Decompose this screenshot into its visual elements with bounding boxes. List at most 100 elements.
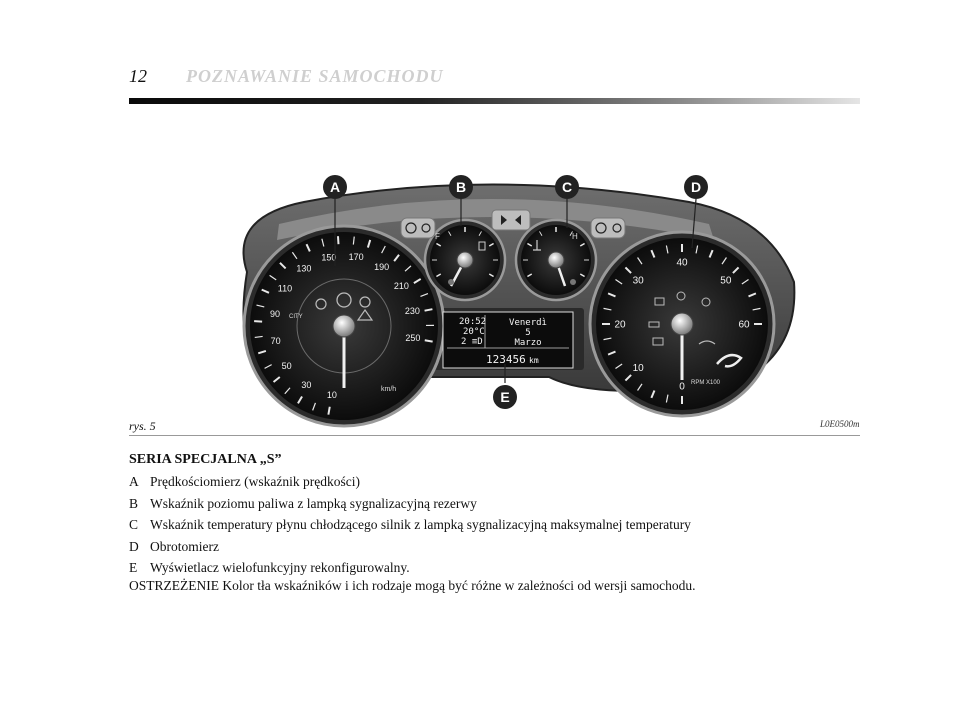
caption-rule <box>129 435 860 436</box>
dial-tick <box>284 387 291 395</box>
cluster-visor <box>277 199 714 240</box>
speedometer-label: 10 <box>327 390 337 400</box>
svg-text:B: B <box>456 179 466 195</box>
speedometer-label: 70 <box>271 336 281 346</box>
speedometer-label: 250 <box>405 333 420 343</box>
temp-hot-label: H <box>572 232 578 241</box>
dial-tick <box>254 335 263 339</box>
speedometer-ticks <box>254 236 435 415</box>
dial-tick <box>264 364 272 369</box>
dial-tick <box>615 363 623 369</box>
legend-key: B <box>129 495 139 511</box>
battery-icon <box>648 321 660 328</box>
dial-tick <box>708 249 714 258</box>
dial-tick <box>665 394 669 403</box>
dial-tick <box>257 349 267 355</box>
tachometer-label: 10 <box>633 363 645 374</box>
dial-tick <box>436 273 442 278</box>
dial-tick <box>527 273 533 278</box>
page-number: 12 <box>129 66 147 86</box>
door-open-icon <box>654 297 665 306</box>
speedometer-label: 30 <box>301 380 311 390</box>
svg-text:C: C <box>562 179 572 195</box>
speedometer-label: 50 <box>282 361 292 371</box>
dial-tick <box>579 273 585 278</box>
engine-check-icon <box>652 337 664 346</box>
dial-tick <box>569 231 573 236</box>
s-logo-icon <box>716 353 743 368</box>
dial-tick <box>413 278 422 284</box>
callout-d <box>684 175 708 199</box>
speedometer-label: 230 <box>405 306 420 316</box>
dial-tick <box>478 231 482 236</box>
dial-tick <box>488 273 494 278</box>
legend-key: C <box>129 517 139 532</box>
figure-caption: rys. 5 <box>129 419 156 433</box>
legend-key: E <box>129 560 138 575</box>
airbag-icon <box>701 297 711 307</box>
dial-tick <box>436 242 442 247</box>
speedometer-hub <box>332 314 356 338</box>
display-day: Venerdì <box>509 318 547 328</box>
dial-tick <box>624 266 632 274</box>
brake-warning-icon <box>336 292 352 308</box>
dial-tick <box>607 292 616 298</box>
dial-tick <box>665 245 669 254</box>
dial-tick <box>752 307 761 311</box>
fog-light-icon <box>612 223 622 233</box>
tachometer-hub <box>670 312 694 336</box>
legend-item: C Wskaźnik temperatury płynu chłodzącego … <box>129 517 691 539</box>
page-header-title: POZNAWANIE SAMOCHODU <box>186 66 444 86</box>
dial-tick <box>279 262 287 270</box>
dial-tick <box>336 236 340 245</box>
legend-key: D <box>129 538 139 554</box>
dial-tick <box>297 395 303 404</box>
city-label: CITY <box>289 314 303 320</box>
dial-tick <box>261 288 270 294</box>
turn-signal-icon <box>501 215 521 225</box>
fuel-reserve-lamp <box>448 279 454 285</box>
figure-code: L0E0500m <box>820 419 860 429</box>
dial-tick <box>312 402 317 411</box>
rear-fog-light-icon <box>421 223 431 233</box>
dial-tick <box>424 308 433 312</box>
callout-b <box>449 175 473 199</box>
dial-tick <box>732 266 740 274</box>
section-title: SERIA SPECJALNA „S” <box>129 452 282 467</box>
dial-tick <box>404 265 412 272</box>
warning-note: OSTRZEŻENIE Kolor tła wskaźników i ich r… <box>129 578 696 593</box>
headlight-icon <box>595 222 607 234</box>
fog-light-icon <box>405 222 417 234</box>
multifunction-display <box>442 311 574 369</box>
tachometer-label: 0 <box>679 381 685 392</box>
legend-text: Wskaźnik temperatury płynu chłodzącego s… <box>150 517 691 532</box>
warning-lamp-icon <box>315 298 327 310</box>
dial-tick <box>721 257 727 265</box>
speedometer-label: 130 <box>296 264 311 274</box>
dial-tick <box>607 350 616 356</box>
tachometer-label: 30 <box>633 275 645 286</box>
display-temperature: 20°C <box>463 327 485 337</box>
dial-tick <box>321 238 325 247</box>
dial-tick <box>272 376 281 383</box>
dial-tick <box>637 383 643 391</box>
callout-e <box>493 385 517 409</box>
dial-tick <box>291 251 298 260</box>
dial-tick <box>650 249 656 258</box>
dial-tick <box>539 231 543 236</box>
warning-lamp-icon <box>359 296 371 308</box>
svg-text:D: D <box>691 179 701 195</box>
display-odometer-unit: km <box>529 356 539 365</box>
dial-tick <box>305 243 311 252</box>
dial-tick <box>448 231 452 236</box>
dial-tick <box>352 236 355 245</box>
rpm-unit: RPM X100 <box>691 380 721 386</box>
dial-tick <box>366 239 372 248</box>
dial-tick <box>256 304 265 308</box>
tachometer-label: 50 <box>720 275 732 286</box>
